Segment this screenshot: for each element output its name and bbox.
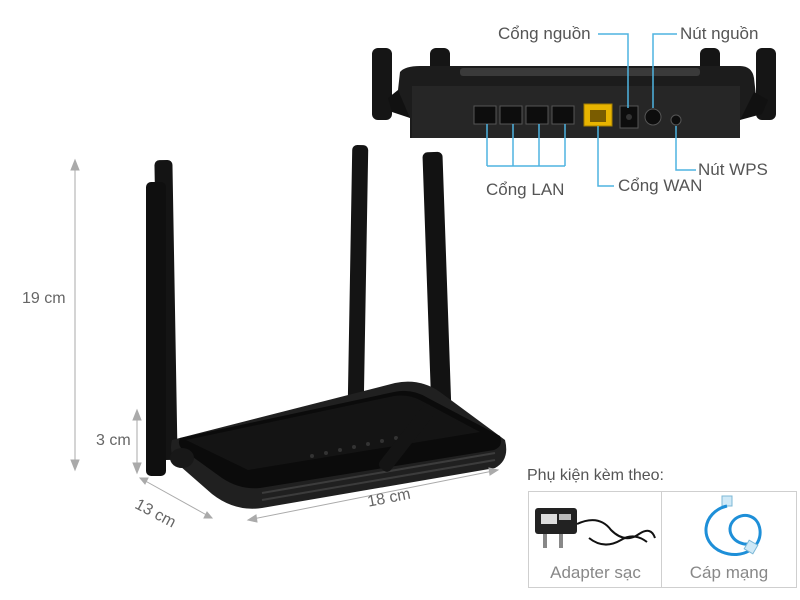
accessory-adapter: Adapter sạc [528, 491, 663, 588]
network-cable-icon [704, 495, 762, 556]
wan-port-label: Cổng WAN [618, 176, 703, 195]
cable-label: Cáp mạng [689, 563, 769, 582]
accessory-cable: Cáp mạng [661, 491, 797, 588]
wps-button-label: Nút WPS [698, 160, 768, 179]
accessories-heading: Phụ kiện kèm theo: [527, 467, 664, 484]
thickness-dimension-label: 3 cm [96, 432, 131, 449]
power-port-label: Cổng nguồn [498, 24, 591, 43]
power-button-label: Nút nguồn [680, 24, 759, 43]
lan-port-label: Cổng LAN [486, 180, 565, 199]
adapter-label: Adapter sạc [550, 563, 641, 582]
height-dimension-label: 19 cm [22, 290, 66, 307]
power-adapter-icon [535, 508, 656, 548]
